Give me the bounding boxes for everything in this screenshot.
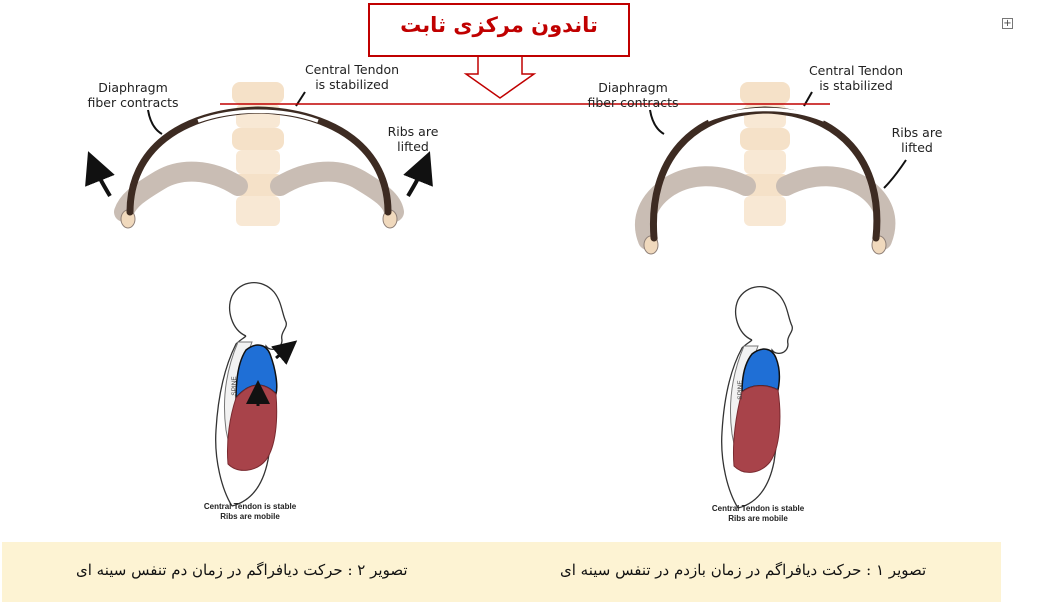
left-rib-up-arrow-right: [403, 151, 433, 198]
diaphragm-diagram: SPINE SPINE: [85, 57, 907, 509]
left-body-caption-1: Central Tendon is stable: [203, 502, 297, 511]
left-tendon-label: Central Tendon is stabilized: [304, 62, 400, 92]
left-rib-right: [270, 161, 404, 222]
left-body-figure: [215, 282, 298, 507]
left-chest-expand-arrow: [271, 340, 298, 365]
left-diaphragm-figure: [85, 82, 433, 229]
right-abdomen: [733, 385, 781, 473]
move-anchor-icon[interactable]: +: [1002, 18, 1013, 29]
right-body-caption-1: Central Tendon is stable: [711, 504, 805, 513]
right-body-figure: [721, 286, 793, 509]
left-rib-up-arrow-left: [85, 151, 115, 198]
callout-arrow: [463, 57, 537, 99]
right-rib-left: [635, 166, 756, 250]
right-central-tendon: [707, 107, 825, 122]
right-rib-right: [776, 166, 896, 250]
left-body-caption-2: Ribs are mobile: [220, 512, 280, 521]
caption-bar: تصویر ۲ : حرکت دیافراگم در زمان دم تنفس …: [2, 542, 1001, 602]
callout-text: تاندون مرکزی ثابت: [400, 13, 598, 37]
right-spine-label: SPINE: [737, 380, 744, 400]
left-ribs-label: Ribs are lifted: [387, 124, 439, 154]
right-tendon-label: Central Tendon is stabilized: [808, 63, 904, 93]
left-vertebrae: [232, 82, 284, 226]
callout-box: تاندون مرکزی ثابت: [368, 3, 630, 57]
left-spine-label: SPINE: [231, 376, 238, 396]
right-fiber-label: Diaphragm fiber contracts: [587, 80, 679, 110]
left-rib-left: [114, 161, 248, 222]
right-ribs-label: Ribs are lifted: [891, 125, 943, 155]
right-diaphragm-figure: [635, 82, 907, 255]
left-fiber-label: Diaphragm fiber contracts: [87, 80, 179, 110]
right-body-outline: [721, 286, 793, 509]
left-central-tendon: [197, 109, 319, 123]
caption-left: تصویر ۲ : حرکت دیافراگم در زمان دم تنفس …: [76, 561, 408, 579]
right-body-caption-2: Ribs are mobile: [728, 514, 788, 523]
caption-right: تصویر ۱ : حرکت دیافراگم در زمان بازدم در…: [560, 561, 927, 579]
